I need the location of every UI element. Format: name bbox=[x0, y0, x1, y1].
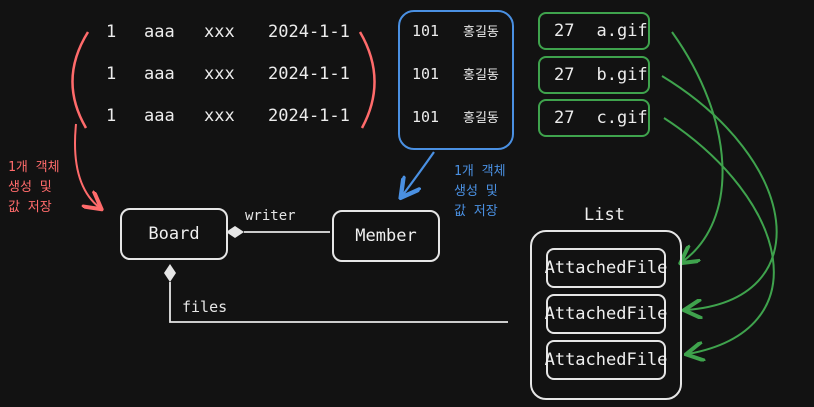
file-row-name: a.gif bbox=[596, 21, 648, 41]
files-line bbox=[169, 282, 508, 323]
file-row-id: 27 bbox=[554, 65, 575, 85]
attached-file-label: AttachedFile bbox=[544, 304, 668, 324]
file-row: 27 b.gif bbox=[538, 56, 650, 94]
board-row-title: aaa bbox=[144, 64, 175, 84]
member-note-arrow bbox=[402, 151, 435, 196]
member-row-id: 101 bbox=[412, 22, 440, 40]
file-row-name: c.gif bbox=[596, 108, 648, 128]
file-row: 27 a.gif bbox=[538, 12, 650, 50]
board-row-title: aaa bbox=[144, 106, 175, 126]
attached-file-entity[interactable]: AttachedFile bbox=[544, 294, 668, 334]
board-row-id: 1 bbox=[106, 22, 117, 42]
file-row: 27 c.gif bbox=[538, 99, 650, 137]
file-arrow-b bbox=[661, 75, 778, 310]
attached-file-label: AttachedFile bbox=[544, 258, 668, 278]
file-arrow-a bbox=[671, 31, 724, 262]
member-note-line: 생성 및 bbox=[454, 184, 498, 200]
files-diamond bbox=[164, 264, 176, 282]
attached-file-label: AttachedFile bbox=[544, 350, 668, 370]
board-note-line: 값 저장 bbox=[8, 200, 52, 216]
board-note-line: 1개 객체 bbox=[8, 160, 60, 175]
list-title: List bbox=[584, 205, 625, 225]
member-row-id: 101 bbox=[412, 108, 440, 126]
board-note: 1개 객체 생성 및 값 저장 bbox=[8, 158, 60, 218]
board-row-id: 1 bbox=[106, 64, 117, 84]
board-row-title: aaa bbox=[144, 22, 175, 42]
member-row-name: 홍길동 bbox=[463, 111, 499, 126]
attached-file-entity[interactable]: AttachedFile bbox=[544, 248, 668, 288]
board-row-content: xxx bbox=[204, 106, 235, 126]
board-row-date: 2024-1-1 bbox=[268, 106, 350, 126]
member-row-name: 홍길동 bbox=[463, 68, 499, 83]
right-bracket bbox=[358, 31, 376, 129]
writer-label: writer bbox=[245, 208, 296, 224]
board-row-content: xxx bbox=[204, 22, 235, 42]
file-row-id: 27 bbox=[554, 21, 575, 41]
board-row-content: xxx bbox=[204, 64, 235, 84]
attached-file-entity[interactable]: AttachedFile bbox=[544, 340, 668, 380]
board-entity[interactable]: Board bbox=[120, 208, 228, 260]
board-note-arrow bbox=[74, 123, 100, 208]
left-bracket bbox=[71, 31, 90, 129]
files-label: files bbox=[182, 298, 228, 316]
board-row-date: 2024-1-1 bbox=[268, 64, 350, 84]
file-row-name: b.gif bbox=[596, 65, 648, 85]
board-entity-label: Board bbox=[148, 224, 200, 244]
board-row-id: 1 bbox=[106, 106, 117, 126]
member-entity[interactable]: Member bbox=[332, 210, 440, 262]
member-note-line: 값 저장 bbox=[454, 204, 498, 220]
list-container[interactable] bbox=[530, 230, 682, 400]
member-note-line: 1개 객체 bbox=[454, 164, 506, 179]
board-note-line: 생성 및 bbox=[8, 180, 52, 196]
member-group bbox=[398, 10, 514, 150]
board-row-date: 2024-1-1 bbox=[268, 22, 350, 42]
writer-diamond bbox=[226, 226, 244, 238]
file-arrow-c bbox=[663, 117, 775, 354]
member-row-id: 101 bbox=[412, 65, 440, 83]
member-note: 1개 객체 생성 및 값 저장 bbox=[454, 162, 506, 222]
member-row-name: 홍길동 bbox=[463, 25, 499, 40]
member-entity-label: Member bbox=[355, 226, 417, 246]
file-row-id: 27 bbox=[554, 108, 575, 128]
